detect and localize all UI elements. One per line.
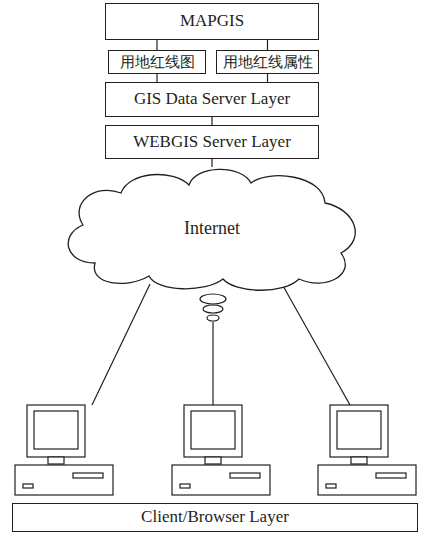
computer-icon — [172, 405, 270, 495]
cloud-path — [68, 169, 355, 290]
signal-ring — [207, 315, 219, 321]
power-button — [180, 484, 190, 488]
drive-slot — [376, 473, 406, 478]
power-button — [23, 484, 33, 488]
layer-label: WEBGIS Server Layer — [133, 133, 291, 152]
network-line — [212, 322, 213, 405]
connector-line — [156, 74, 157, 82]
layer-box: GIS Data Server Layer — [105, 82, 319, 117]
network-line — [282, 284, 350, 405]
layer-box: 用地红线图 — [108, 50, 206, 74]
drive-slot — [73, 473, 103, 478]
layer-box: MAPGIS — [105, 3, 319, 40]
signal-ring — [200, 294, 226, 304]
layer-box: Client/Browser Layer — [12, 503, 418, 532]
computer-case — [172, 465, 270, 495]
connector-line — [267, 40, 268, 50]
layer-label: 用地红线属性 — [223, 54, 313, 71]
screen — [337, 411, 381, 449]
computer-case — [318, 465, 416, 495]
monitor — [27, 405, 85, 457]
monitor — [184, 405, 242, 457]
monitor-stand — [351, 457, 367, 464]
connector-line — [211, 117, 212, 125]
screen — [34, 411, 78, 449]
connector-line — [211, 159, 212, 167]
layer-label: 用地红线图 — [120, 54, 195, 71]
computer-icon — [15, 405, 113, 495]
layer-box: WEBGIS Server Layer — [105, 125, 319, 159]
computer-case — [15, 465, 113, 495]
computer-icon — [318, 405, 416, 495]
layer-box: 用地红线属性 — [216, 50, 319, 74]
layer-label: MAPGIS — [180, 12, 244, 31]
drive-slot — [230, 473, 260, 478]
layer-label: Client/Browser Layer — [141, 508, 289, 527]
network-line — [92, 284, 150, 405]
layer-label: GIS Data Server Layer — [134, 90, 290, 109]
layer-label: Internet — [184, 219, 240, 239]
connector-line — [267, 74, 268, 82]
monitor-stand — [205, 457, 221, 464]
monitor-stand — [48, 457, 64, 464]
cloud-shape: Internet — [55, 165, 369, 293]
monitor — [330, 405, 388, 457]
screen — [191, 411, 235, 449]
power-button — [326, 484, 336, 488]
signal-ring — [203, 305, 223, 313]
connector-line — [156, 40, 157, 50]
